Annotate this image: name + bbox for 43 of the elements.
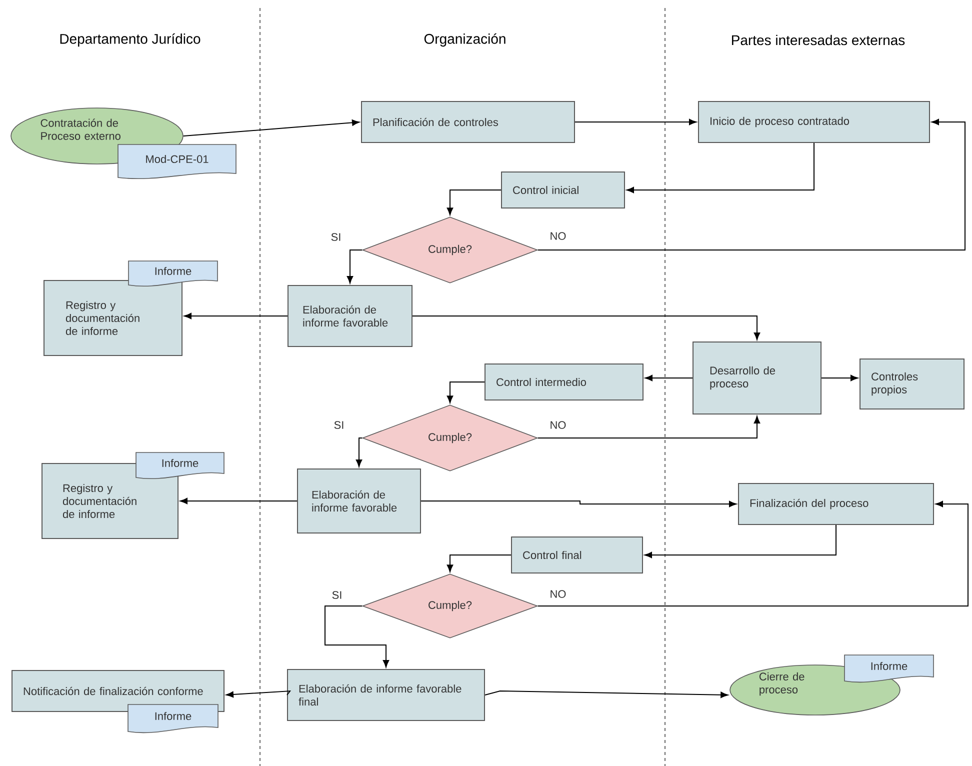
arrow [182, 120, 360, 136]
arrow [420, 500, 737, 508]
arrow [574, 118, 697, 126]
process-box: Elaboración de informe favorable [297, 468, 421, 534]
arrow [446, 382, 485, 404]
arrow [821, 374, 858, 382]
arrow [324, 606, 390, 668]
process-box: Registro y documentación de informe [44, 280, 182, 356]
arrow [484, 690, 728, 698]
arrow [356, 438, 363, 468]
arrow [412, 316, 760, 340]
edge-label: SI [330, 232, 342, 242]
arrow [645, 374, 693, 382]
process-box: Inicio de proceso contratado [698, 101, 930, 143]
process-box: Control inicial [501, 172, 625, 208]
process-box: Desarrollo de proceso [692, 342, 822, 414]
process-box: Planificación de controles [361, 101, 575, 143]
arrow [226, 690, 292, 698]
process-box: Elaboración de informe favorable final [287, 669, 485, 721]
lane-heading: Departamento Jurídico [60, 33, 200, 47]
arrow [346, 250, 363, 284]
arrow [644, 524, 836, 558]
edge-label: SI [332, 420, 346, 430]
lane-heading: Organización [424, 33, 506, 47]
process-box: Control intermedio [484, 364, 644, 400]
edge-label: NO [548, 589, 568, 599]
arrow [180, 498, 298, 504]
process-box: Control final [511, 536, 643, 574]
process-box: Notificación de finalización conforme [12, 670, 224, 712]
process-box: Elaboración de informe favorable [288, 285, 412, 347]
arrow [184, 312, 288, 320]
process-box: Finalización del proceso [738, 483, 934, 525]
process-box: Controles propios [860, 358, 964, 410]
arrow [537, 500, 968, 606]
lane-heading: Partes interesadas externas [732, 34, 905, 46]
arrow [446, 190, 502, 216]
edge-label: SI [330, 590, 344, 600]
edge-label: NO [548, 231, 568, 241]
arrow [626, 142, 814, 194]
arrow [537, 118, 966, 250]
arrow [537, 416, 760, 438]
edge-label: NO [548, 420, 568, 430]
arrow [446, 554, 512, 572]
